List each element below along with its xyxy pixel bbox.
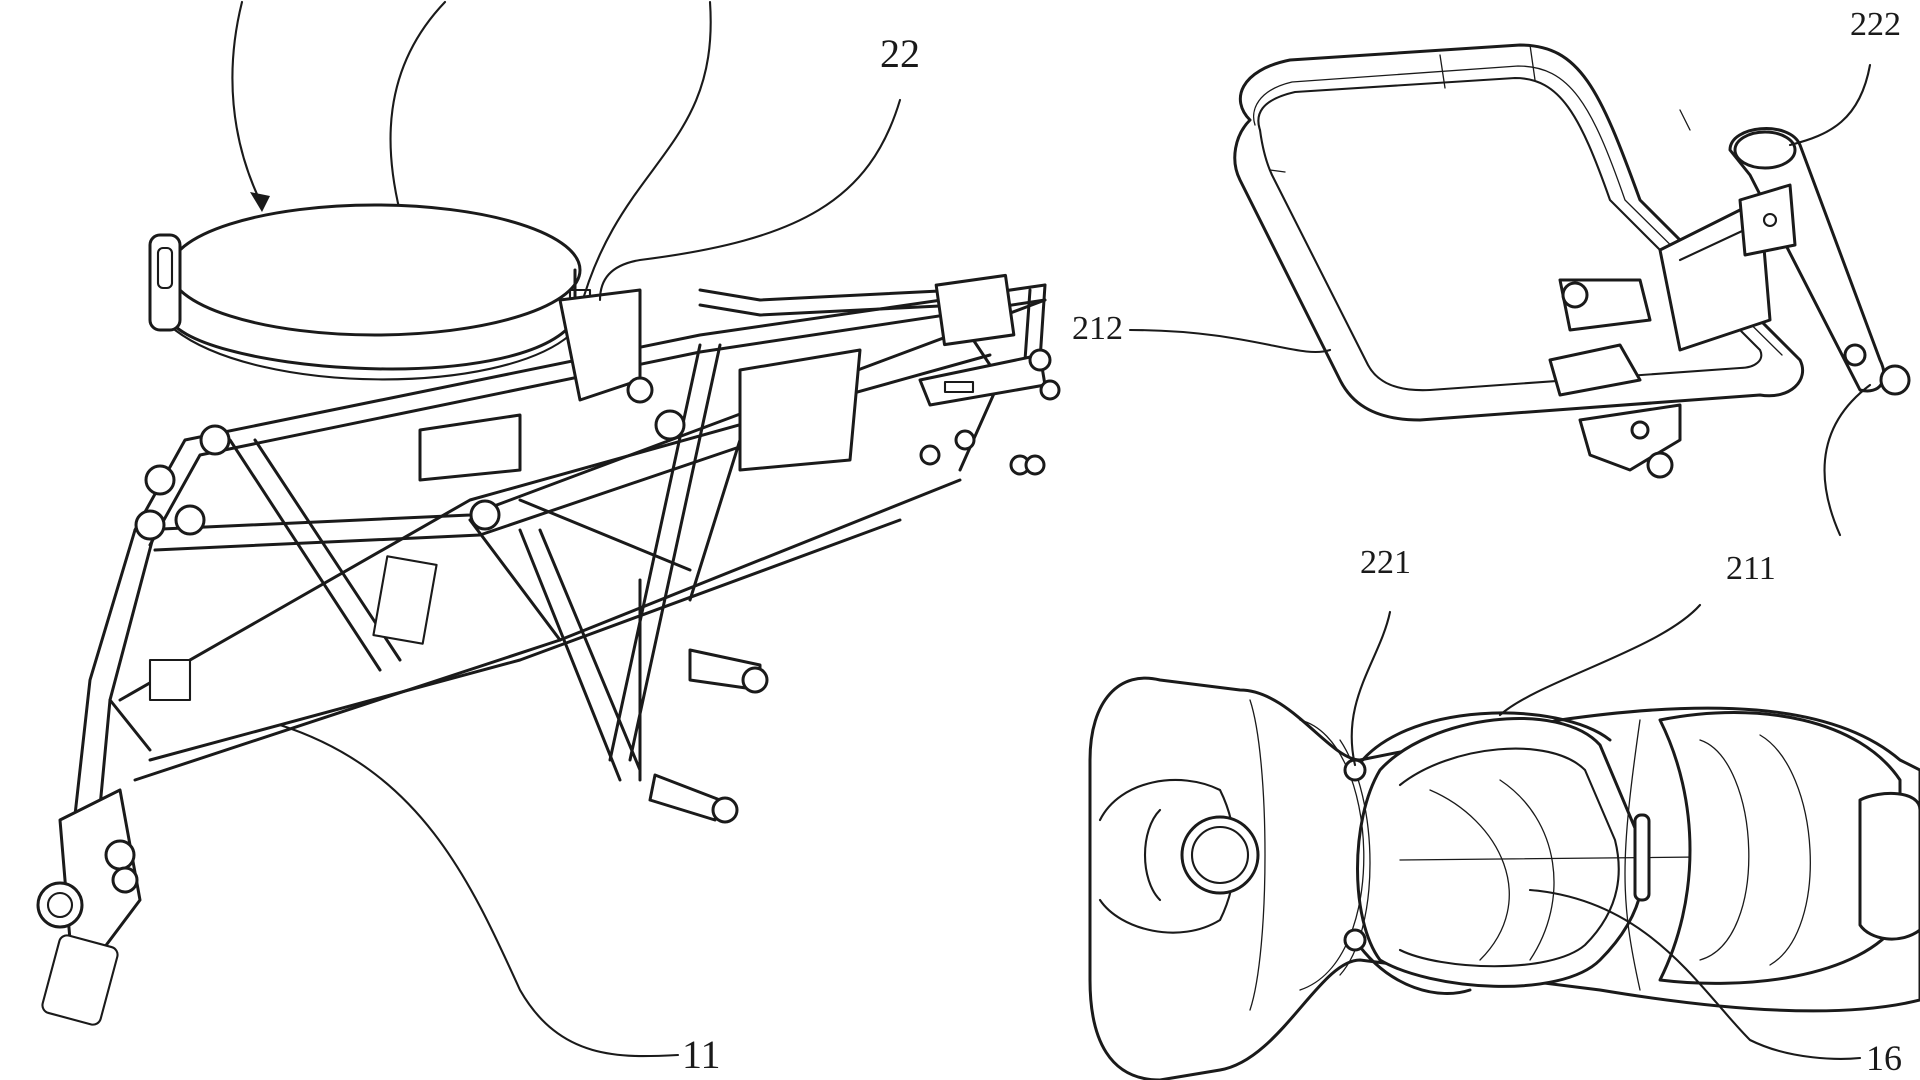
frame-brackets [148, 273, 1061, 824]
luggage-bag [148, 203, 592, 381]
ref-label-22: 22 [880, 31, 920, 76]
leader-221 [1350, 610, 1392, 767]
leader-2 [389, 0, 447, 214]
leader-222 [1788, 63, 1872, 147]
leader-22 [598, 98, 902, 302]
ref-label-212: 212 [1072, 310, 1123, 347]
leader-arrow-1 [231, 0, 264, 207]
ref-label-16: 16 [1866, 1038, 1902, 1078]
handle-ring [1353, 711, 1612, 772]
ref-label-211: 211 [1726, 550, 1776, 587]
leader-3 [578, 0, 712, 312]
ref-label-221: 221 [1360, 544, 1411, 581]
arrowhead-1 [250, 192, 270, 212]
frame-view [36, 0, 1061, 1058]
leader-right [1823, 383, 1872, 537]
leader-11 [278, 723, 680, 1058]
rack-view [1128, 43, 1911, 537]
front-section [36, 424, 231, 1026]
ref-label-222: 222 [1850, 6, 1901, 43]
leader-16 [1528, 888, 1862, 1060]
topview [1088, 603, 1920, 1080]
ref-label-11: 11 [682, 1032, 721, 1077]
leader-211 [1498, 603, 1702, 717]
leader-212 [1128, 328, 1332, 354]
